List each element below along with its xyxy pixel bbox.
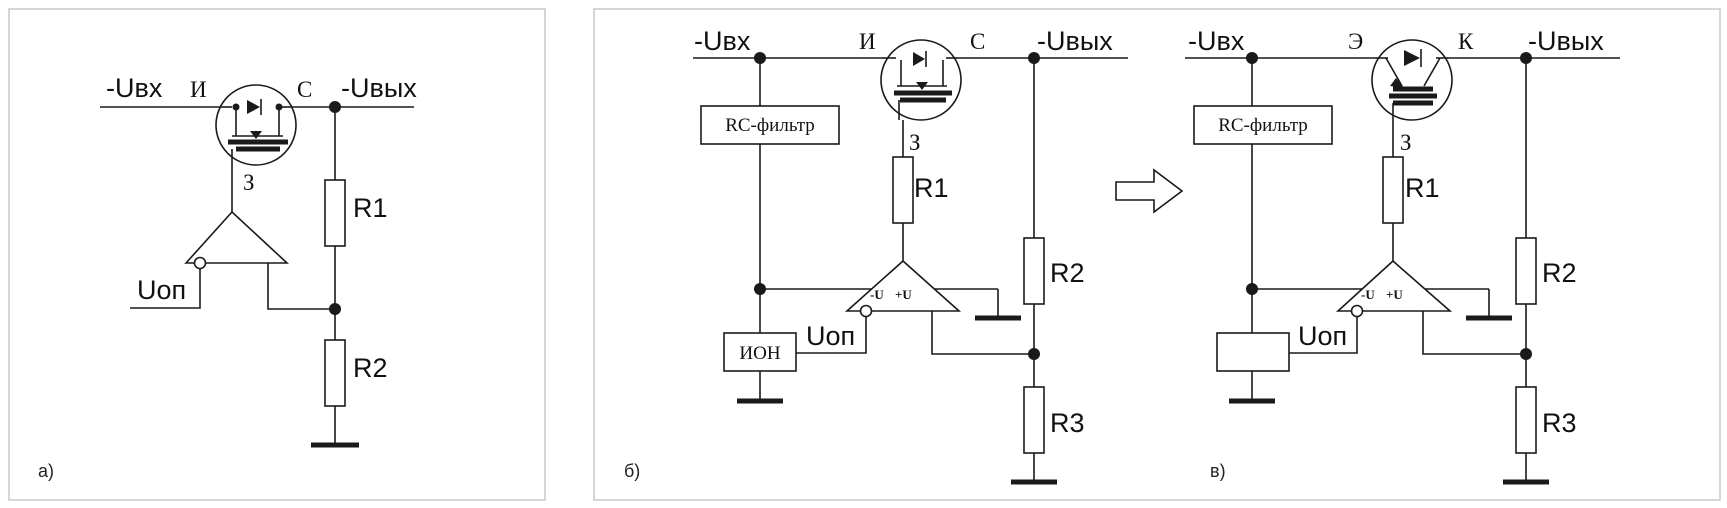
r2-label-c: R2: [1542, 258, 1577, 288]
drain-pin-label-b: С: [970, 29, 985, 54]
emitter-pin-label: Э: [1348, 29, 1363, 54]
op-amp: [184, 210, 290, 264]
neg-supply-label-c: -U: [1361, 287, 1375, 302]
input-label-c: -Uвх: [1188, 26, 1245, 56]
caption-b: б): [624, 461, 640, 481]
r1-label-c: R1: [1405, 173, 1440, 203]
divider-node-b: [1028, 348, 1040, 360]
resistor-r1: [324, 179, 346, 247]
base-pin-label: З: [1400, 130, 1412, 155]
resistor-r2-c: [1515, 237, 1537, 305]
caption-c: в): [1210, 461, 1226, 481]
output-label: -Uвых: [341, 73, 417, 103]
source-pin-label: И: [190, 77, 207, 102]
r3-label-b: R3: [1050, 408, 1085, 438]
resistor-r3-b: [1023, 386, 1045, 454]
resistor-r2: [324, 339, 346, 407]
inverting-input-bubble: [193, 256, 207, 270]
resistor-r1-c: [1382, 156, 1404, 224]
input-label-b: -Uвх: [694, 26, 751, 56]
mosfet: [215, 84, 297, 166]
panel-a: -Uвх И С -Uвых З R1 R2 Uоп а): [8, 8, 546, 501]
resistor-r3-c: [1515, 386, 1537, 454]
pos-supply-label-b: +U: [895, 287, 912, 302]
r3-label-c: R3: [1542, 408, 1577, 438]
reference-label: Uоп: [137, 275, 186, 305]
feedback-wire-c: [1422, 311, 1526, 355]
ion-label: ИОН: [739, 343, 780, 364]
op-amp-c: [1335, 259, 1453, 312]
r2-label-b: R2: [1050, 258, 1085, 288]
feedback-wire-b: [931, 311, 1034, 355]
panel-c: -Uвх Э К -Uвых З R1 RC-фильтр: [1185, 26, 1620, 485]
output-label-c: -Uвых: [1528, 26, 1604, 56]
reference-box-c: [1216, 332, 1290, 372]
gate-pin-label-b: З: [909, 130, 921, 155]
r1-label-b: R1: [914, 173, 949, 203]
neg-supply-label-b: -U: [870, 287, 884, 302]
transform-arrow: [1115, 168, 1184, 214]
gate-pin-label: З: [243, 170, 255, 195]
collector-pin-label: К: [1458, 29, 1474, 54]
rc-filter-label-c: RC-фильтр: [1218, 115, 1308, 136]
rc-filter-label-b: RC-фильтр: [725, 115, 815, 136]
reference-wire: [130, 269, 201, 309]
resistor-r1-b: [892, 156, 914, 224]
drain-pin-label: С: [297, 77, 312, 102]
output-label-b: -Uвых: [1037, 26, 1113, 56]
ion-box: [723, 332, 797, 372]
rc-filter-b: [700, 105, 840, 145]
reference-label-c: Uоп: [1298, 321, 1347, 351]
mosfet-b-body: [880, 39, 962, 121]
reference-label-b: Uоп: [806, 321, 855, 351]
divider-node-c: [1520, 348, 1532, 360]
source-pin-label-b: И: [859, 29, 876, 54]
op-amp-b: [844, 259, 962, 312]
inverting-input-bubble-c: [1350, 304, 1364, 318]
caption-a: а): [38, 461, 54, 481]
r2-label: R2: [353, 353, 388, 383]
reference-wire-c: [1289, 317, 1358, 354]
transistor-c: [1371, 39, 1453, 121]
resistor-r2-b: [1023, 237, 1045, 305]
pos-supply-label-c: +U: [1386, 287, 1403, 302]
mosfet-body: [215, 84, 297, 166]
inverting-input-bubble-b: [859, 304, 873, 318]
feedback-wire: [267, 263, 335, 310]
rc-filter-c: [1193, 105, 1333, 145]
r1-label: R1: [353, 193, 388, 223]
input-label: -Uвх: [106, 73, 163, 103]
mosfet-b: [880, 39, 962, 121]
transistor-c-body: [1371, 39, 1453, 121]
reference-wire-b: [796, 317, 867, 354]
